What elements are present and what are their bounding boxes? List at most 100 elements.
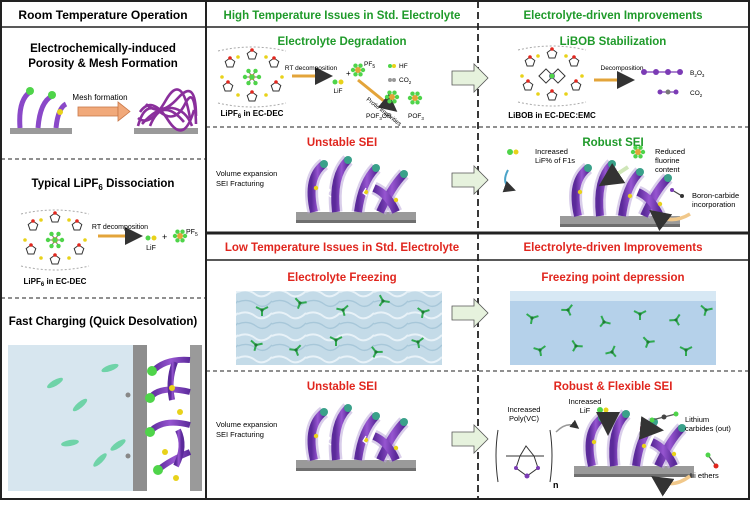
substrate [10,128,72,134]
substrate-edge [296,468,416,471]
solvent-center [260,308,264,312]
solvent-center [298,301,302,305]
reduced-arrow [598,163,630,187]
li-tip [636,168,644,176]
substrate-edge [574,474,694,477]
substrate [296,212,416,220]
li-tip [320,160,328,168]
sei-pillars-cluster [296,155,416,223]
fluorine-atom [410,91,415,96]
robust-flexible-title: Robust & Flexible SEI [554,381,673,393]
phosphorus-atom [389,94,395,100]
solvent-atom [23,238,27,242]
anion-dot [671,451,677,457]
solvent-center [374,350,378,354]
sei-fracturing-label: SEI Fracturing [216,430,264,439]
ec-ring [546,48,558,59]
oxygen-atom [226,80,230,84]
solvent-atom [280,75,284,79]
anion-dot [313,185,319,191]
pof3-molecule [407,91,423,105]
robust-flexible-sei-panel: Robust & Flexible SEI Increased Poly(VC)… [495,381,731,497]
mesh-tangle [136,88,198,132]
lt-unstable-sei-title: Unstable SEI [307,381,377,393]
solvent-center [416,340,420,344]
solvent-center [421,310,425,314]
pof3-label: POF3 [408,113,424,121]
sei-pillars [147,356,192,473]
oxygen-atom [77,243,81,247]
solvent-molecule [605,345,617,358]
lipf6-solvation-cluster [217,46,287,108]
fluorine-atom [246,68,251,74]
solvent-atom [220,75,224,79]
volume-expansion-label: Volume expansion [216,420,277,429]
solvent-center [704,308,708,312]
fp-depression-title: Freezing point depression [541,272,684,284]
fluorine-atom [360,67,366,73]
solvent-center [674,318,678,322]
substrate-edge [560,224,680,227]
oxalate-ring [550,68,566,84]
fluorine-atom [180,229,185,234]
solvent-molecule [642,336,655,348]
solvent-molecule [679,346,693,356]
fluorine-atom [387,90,392,95]
ec-ring [49,212,61,223]
desolvated-ions [47,363,126,467]
lif-molecule [332,79,338,85]
ether-arrow [651,474,692,497]
reduced-line1: Reduced [655,147,685,156]
solvent-center [646,340,650,344]
fluorine-atom [246,80,251,86]
li-tip [372,164,380,172]
lif-label: LiF [146,245,156,252]
phosphorus-atom [177,233,183,239]
fluorine-atom [182,233,188,239]
oxygen-atom [75,219,79,223]
arrow-lowtemp-sei [451,424,489,454]
ec-ring [268,57,280,68]
li-ions-fast [125,366,183,481]
fluorine-atom [415,91,420,96]
solvent-molecule [700,304,713,317]
anion-dot [627,193,633,199]
solvent-atom [39,256,43,260]
fluorine-atom [633,145,638,150]
electrolyte-degradation-panel: Electrolyte Degradation RT decomposition… [217,36,424,128]
lithium-atom [249,74,255,80]
repeat-n-label: n [553,480,559,490]
carbide-out-arrow [638,416,664,440]
fluorine-atom [392,90,397,95]
fluorine-atom [172,233,178,239]
ec-ring [224,57,236,68]
reduced-line3: content [655,165,681,174]
solvent-atom [536,92,540,96]
anion [57,109,63,115]
boron-carbide-line2: incorporation [692,200,735,209]
lif-label: LiF [333,88,342,95]
oxygen-atom [53,211,57,215]
co2-label: CO2 [690,90,703,98]
increased-lif-line1: Increased [569,397,602,406]
solvent-atom [564,54,568,58]
solvent-molecule [526,313,539,325]
fluorine-atom [358,63,363,68]
ec-ring [73,244,85,255]
hf-label: HF [399,63,408,70]
li-tip [400,418,408,426]
solvent-molecule [378,294,390,307]
fluorine-atom [353,63,358,68]
solvent-molecule [669,313,681,326]
solvent-molecule [294,297,307,309]
fluorine-atom [175,238,180,243]
sei-fracturing-label: SEI Fracturing [216,179,264,188]
libob-panel: LiBOB Stabilization Decomposition B2O3 C… [508,36,705,120]
crack [325,185,332,198]
solvent-atom [67,218,71,222]
fluorine-atom [638,145,643,150]
li-ether-molecule [705,452,719,469]
oxalate-ring [538,68,554,84]
li-tip [678,424,686,432]
solvent-molecule [417,307,430,319]
